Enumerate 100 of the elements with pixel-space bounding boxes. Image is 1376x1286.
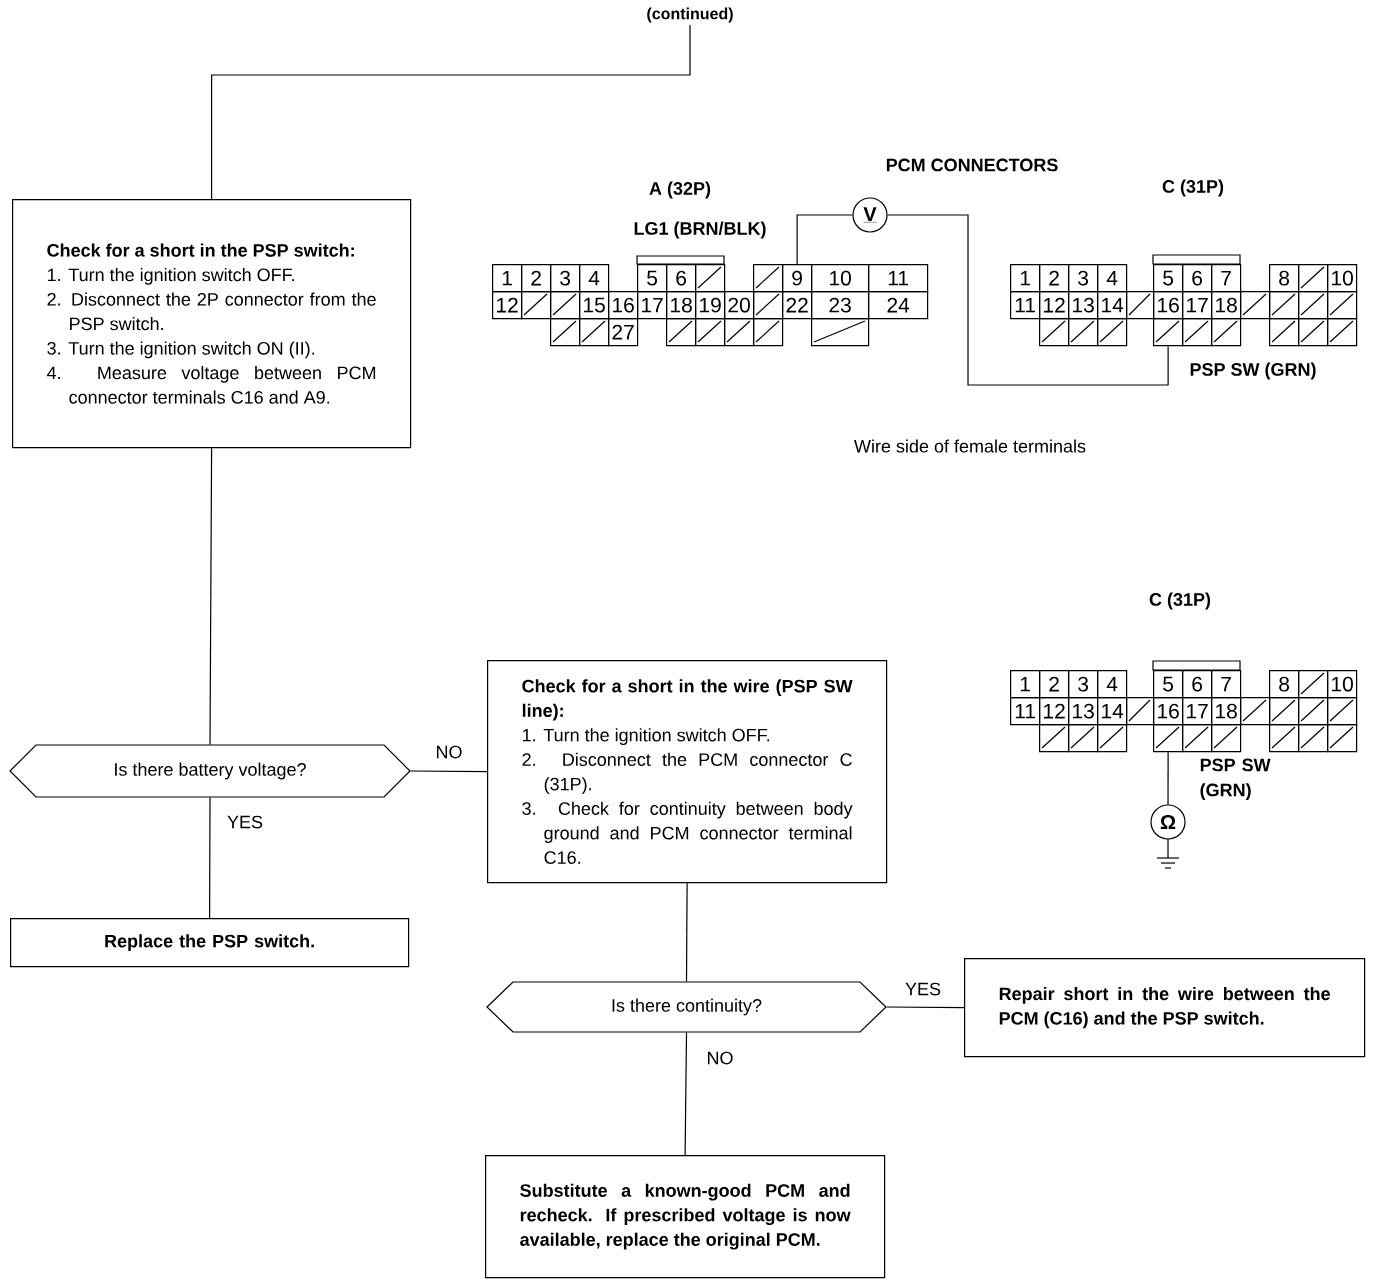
terminal-cell: 10 xyxy=(811,264,870,293)
step-text: 2. Disconnect the 2P connector from the PSP switch. xyxy=(47,292,376,331)
connector-line xyxy=(887,214,1169,386)
terminal-cell: 7 xyxy=(1211,670,1242,699)
terminal-cell: 1 xyxy=(492,264,523,293)
blank-terminal xyxy=(1068,724,1099,753)
blank-terminal xyxy=(1269,724,1300,753)
terminal-cell: 17 xyxy=(637,291,668,320)
blank-terminal xyxy=(1097,318,1128,347)
terminal-cell: 17 xyxy=(1182,697,1213,726)
blank-terminal xyxy=(1327,724,1358,753)
terminal-cell: 10 xyxy=(1327,264,1358,293)
blank-terminal xyxy=(1153,724,1184,753)
step-text: 2. Disconnect the PCM connector C (31P). xyxy=(522,752,852,795)
terminal-cell: 12 xyxy=(492,291,523,320)
blank-terminal xyxy=(1068,318,1099,347)
step-text: 3. Turn the ignition switch ON (II). xyxy=(47,341,314,359)
terminal-cell: 14 xyxy=(1097,291,1128,320)
box-text: Replace the PSP switch. xyxy=(105,934,314,951)
terminal-cell: 20 xyxy=(724,291,755,320)
blank-terminal xyxy=(1039,724,1070,753)
blank-terminal xyxy=(1298,724,1329,753)
caption: Wire side of female terminals xyxy=(854,439,1086,453)
blank-terminal xyxy=(1327,318,1358,347)
terminal-cell: 4 xyxy=(1097,670,1128,699)
terminal-cell: 9 xyxy=(782,264,813,293)
terminal-cell: 2 xyxy=(1039,670,1070,699)
process-box xyxy=(12,199,412,449)
process-box xyxy=(485,1155,886,1279)
terminal-cell: 11 xyxy=(1010,291,1041,320)
terminal-cell: 11 xyxy=(868,264,929,293)
terminal-cell: 1 xyxy=(1010,264,1041,293)
terminal-cell: 7 xyxy=(1211,264,1242,293)
blank-terminal xyxy=(1298,264,1329,293)
blank-terminal xyxy=(550,318,581,347)
process-box xyxy=(10,918,410,968)
connector-line xyxy=(685,882,688,982)
terminal-cell: 4 xyxy=(1097,264,1128,293)
terminal-cell: 10 xyxy=(1327,670,1358,699)
terminal-cell: 16 xyxy=(608,291,639,320)
terminal-cell: 6 xyxy=(666,264,697,293)
wire-label: PSP SW (GRN) xyxy=(1200,758,1271,800)
blank-terminal xyxy=(1298,318,1329,347)
box-heading: Check for a short in the wire (PSP SW line): xyxy=(522,679,853,721)
wire-label: PSP SW (GRN) xyxy=(1190,362,1316,380)
connector-line xyxy=(209,447,213,745)
terminal-cell: 5 xyxy=(1153,670,1184,699)
blank-terminal xyxy=(1327,291,1358,320)
connector-line xyxy=(886,1006,965,1009)
terminal-cell: 24 xyxy=(868,291,929,320)
terminal-cell: 12 xyxy=(1039,697,1070,726)
connector-line xyxy=(211,24,691,200)
connector-line xyxy=(209,797,211,919)
connector-title: PCM CONNECTORS xyxy=(886,158,1058,172)
blank-terminal xyxy=(521,291,552,320)
step-text: 1. Turn the ignition switch OFF. xyxy=(522,728,770,746)
edge-label: YES xyxy=(905,982,941,996)
terminal-cell: 18 xyxy=(1211,291,1242,320)
connector-line xyxy=(796,214,853,265)
blank-terminal xyxy=(724,318,755,347)
connector-line xyxy=(684,1032,688,1156)
blank-terminal xyxy=(753,264,784,293)
blank-terminal xyxy=(1126,697,1155,726)
blank-terminal xyxy=(753,318,784,347)
terminal-cell: 14 xyxy=(1097,697,1128,726)
blank-terminal xyxy=(753,291,784,320)
blank-terminal xyxy=(1327,697,1358,726)
terminal-cell: 17 xyxy=(1182,291,1213,320)
terminal-cell: 1 xyxy=(1010,670,1041,699)
connector-line xyxy=(410,770,488,773)
terminal-cell: 2 xyxy=(521,264,552,293)
terminal-cell: 27 xyxy=(608,318,639,347)
process-box xyxy=(487,660,888,884)
terminal-cell: 6 xyxy=(1182,264,1213,293)
continued-note: (continued) xyxy=(647,7,733,23)
step-text: 3. Check for continuity between body ground and PCM connector terminal C16. xyxy=(522,801,853,864)
edge-label: NO xyxy=(437,745,462,759)
blank-terminal xyxy=(1126,291,1155,320)
blank-terminal xyxy=(1298,291,1329,320)
edge-label: NO xyxy=(708,1051,733,1065)
blank-terminal xyxy=(1097,724,1128,753)
terminal-cell: 12 xyxy=(1039,291,1070,320)
terminal-cell: 3 xyxy=(550,264,581,293)
blank-terminal xyxy=(1240,697,1271,726)
blank-terminal xyxy=(550,291,581,320)
box-heading: Check for a short in the PSP switch: xyxy=(47,243,354,257)
box-text: Substitute a known-good PCM and recheck. If prescribed voltage is now available, replace the original PCM. xyxy=(520,1183,851,1250)
terminal-cell: 13 xyxy=(1068,291,1099,320)
terminal-cell: 19 xyxy=(695,291,726,320)
blank-terminal xyxy=(1182,318,1213,347)
connector-label: C (31P) xyxy=(1162,179,1224,197)
wire-label: LG1 (BRN/BLK) xyxy=(634,221,766,239)
connector-label: A (32P) xyxy=(649,181,711,199)
terminal-cell: 4 xyxy=(579,264,610,293)
terminal-cell: 11 xyxy=(1010,697,1041,726)
edge-label: YES xyxy=(227,815,263,829)
terminal-cell: 18 xyxy=(666,291,697,320)
connector-line xyxy=(1167,751,1169,805)
blank-terminal xyxy=(1153,318,1184,347)
blank-terminal xyxy=(695,264,726,293)
